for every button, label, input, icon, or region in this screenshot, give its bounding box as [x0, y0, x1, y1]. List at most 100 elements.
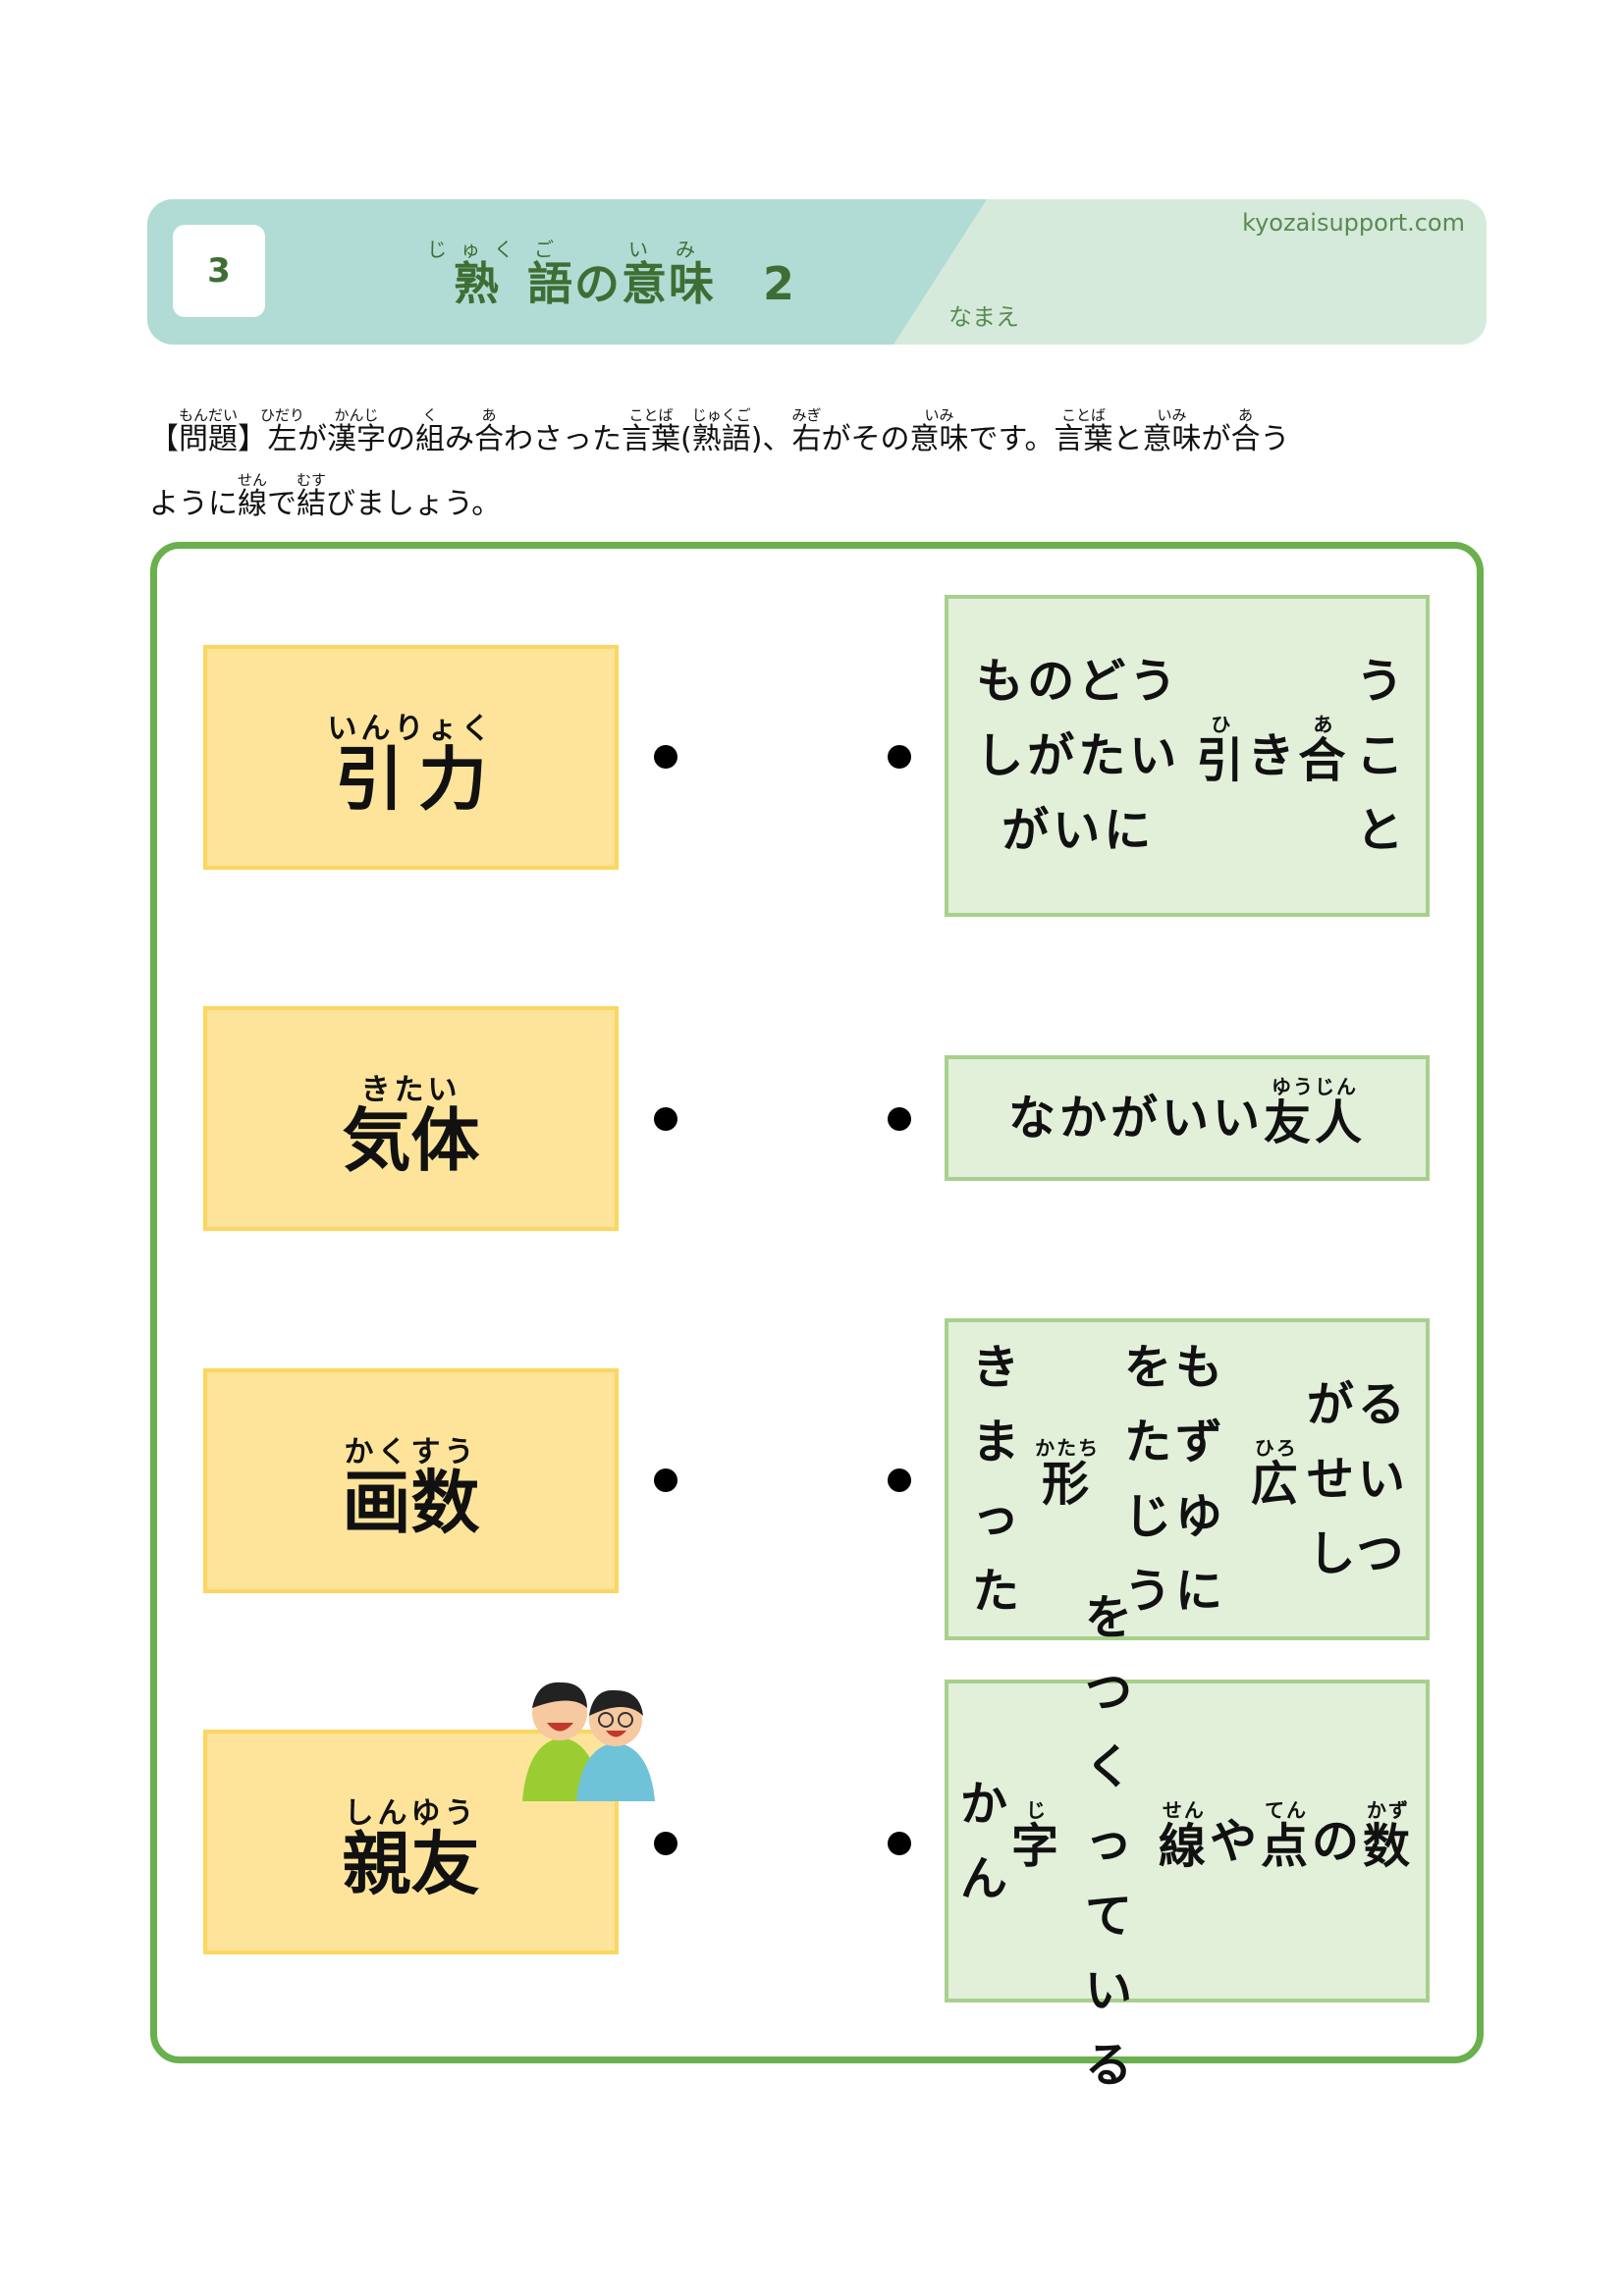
furigana: ひだり — [260, 406, 305, 424]
ruby-text: 熟じゅく — [427, 238, 527, 310]
word-card-2: 気体きたい — [203, 1006, 619, 1231]
furigana: かくすう — [342, 1434, 480, 1469]
base-text: 広 — [1250, 1457, 1302, 1512]
text-segment: です。 — [968, 422, 1055, 456]
furigana: じゅく — [427, 238, 527, 261]
ruby-text: 友人ゆうじん — [1264, 1076, 1366, 1160]
ruby-text: 親友しんゆう — [343, 1796, 480, 1908]
ruby-text: 熟語じゅくご — [692, 406, 751, 456]
furigana: ひろ — [1250, 1436, 1302, 1460]
furigana: もんだい — [179, 406, 239, 424]
meaning-dot-3[interactable] — [888, 1468, 911, 1492]
ruby-text: 点てん — [1261, 1799, 1312, 1884]
word-dot-3[interactable] — [654, 1468, 677, 1492]
base-text: 語 — [527, 257, 574, 310]
name-label: なまえ — [948, 303, 1019, 331]
text-segment: の — [386, 422, 416, 456]
base-text: 右 — [791, 422, 822, 456]
text-segment: びましょう。 — [326, 487, 502, 521]
furigana: ご — [527, 238, 574, 261]
furigana: み — [669, 238, 716, 261]
ruby-text: 左ひだり — [260, 406, 304, 456]
text-segment: ように — [149, 487, 238, 521]
base-text: 言葉 — [1054, 422, 1113, 456]
text-segment: の — [574, 257, 622, 310]
furigana: いみ — [909, 406, 969, 424]
furigana: いんりょく — [327, 711, 495, 746]
text-segment: がその — [821, 422, 910, 456]
furigana: ことば — [1054, 406, 1113, 424]
base-text: 親友 — [342, 1823, 480, 1904]
ruby-text: 気体きたい — [343, 1073, 480, 1185]
ruby-text: 語ご — [527, 238, 574, 310]
furigana: みぎ — [791, 406, 822, 424]
base-text: 友人 — [1264, 1095, 1367, 1150]
ruby-text: 画数かくすう — [343, 1435, 480, 1547]
meaning-dot-2[interactable] — [888, 1107, 911, 1131]
word-dot-1[interactable] — [654, 745, 677, 769]
text-segment: で — [267, 487, 297, 521]
base-text: 合 — [1298, 733, 1350, 788]
furigana: てん — [1260, 1797, 1312, 1822]
text-segment: わさった — [504, 422, 623, 456]
furigana: しんゆう — [342, 1795, 480, 1831]
furigana: せん — [1158, 1797, 1210, 1822]
base-text: 言葉 — [622, 422, 681, 456]
furigana: あ — [1298, 713, 1350, 736]
base-text: 結 — [297, 487, 326, 521]
furigana: いみ — [1142, 406, 1202, 424]
base-text: 線 — [1158, 1818, 1210, 1874]
instruction-line-2: ように線せんで結むすびましょう。 — [149, 471, 501, 519]
text-segment: なかがいい — [1007, 1091, 1264, 1146]
furigana: かず — [1362, 1797, 1414, 1822]
text-segment: ( — [680, 422, 692, 456]
meaning-card-1: ものどうしがたいがいに引ひき合あうこと — [945, 595, 1430, 917]
base-text: 画数 — [342, 1462, 480, 1543]
word-dot-2[interactable] — [654, 1107, 677, 1131]
base-text: 漢字 — [327, 422, 387, 456]
furigana: きたい — [342, 1072, 480, 1107]
ruby-text: 引力いんりょく — [328, 712, 495, 824]
base-text: 味 — [669, 257, 716, 310]
text-segment: )、 — [750, 422, 792, 456]
text-segment: をもたずじゆうに — [1123, 1340, 1226, 1619]
ruby-text: 組く — [415, 406, 445, 456]
ruby-text: 右みぎ — [791, 406, 822, 456]
text-segment: き — [1247, 728, 1299, 783]
furigana: むす — [297, 471, 327, 489]
text-segment: が — [298, 422, 328, 456]
ruby-text: 言葉ことば — [622, 406, 681, 456]
furigana: じ — [1011, 1797, 1063, 1822]
word-card-3: 画数かくすう — [203, 1368, 619, 1593]
furigana: かんじ — [327, 406, 386, 424]
text-segment: きまった — [972, 1340, 1024, 1619]
meaning-dot-1[interactable] — [888, 745, 911, 769]
base-text: 気体 — [342, 1099, 480, 1181]
meaning-dot-4[interactable] — [888, 1832, 911, 1855]
text-segment: 】 — [238, 422, 268, 456]
site-name: kyozaisupport.com — [1242, 209, 1465, 237]
ruby-text: 広ひろ — [1251, 1437, 1302, 1522]
furigana: あ — [474, 406, 504, 424]
furigana: ことば — [622, 406, 680, 424]
instruction-line-1: 【問題もんだい】左ひだりが漢字かんじの組くみ合あわさった言葉ことば(熟語じゅくご… — [149, 406, 1290, 454]
text-segment: が — [1201, 422, 1231, 456]
ruby-text: 漢字かんじ — [327, 406, 387, 456]
word-dot-4[interactable] — [654, 1832, 677, 1855]
text-segment: がるせいしつ — [1306, 1377, 1409, 1581]
base-text: 左 — [260, 422, 305, 456]
furigana: く — [415, 406, 445, 424]
text-segment: う — [1260, 422, 1290, 456]
base-text: 引 — [1196, 733, 1248, 788]
ruby-text: 形かたち — [1035, 1437, 1100, 1522]
header-teal-band — [147, 199, 987, 345]
text-segment: 2 — [716, 257, 797, 310]
text-segment: み — [445, 422, 475, 456]
base-text: 問題 — [179, 422, 239, 456]
meaning-card-4: かん字じをつくっている線せんや点てんの数かず — [945, 1590, 1430, 2093]
text-segment: うこと — [1356, 654, 1408, 858]
furigana: ひ — [1196, 713, 1248, 736]
ruby-text: 味み — [669, 238, 716, 310]
text-segment: と — [1112, 422, 1143, 456]
ruby-text: 意味いみ — [909, 406, 968, 456]
